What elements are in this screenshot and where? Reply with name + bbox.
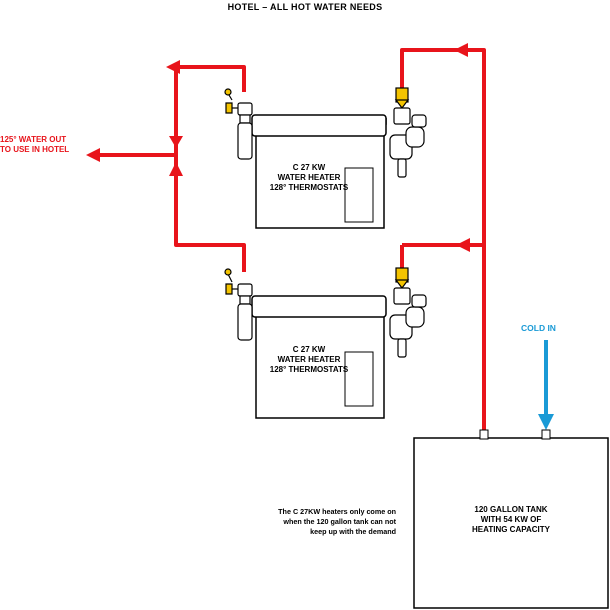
upper-outlet-valve — [224, 88, 253, 160]
upper-heater-display — [344, 167, 374, 223]
lower-heater-outlet-pipe — [174, 158, 246, 272]
lower-heater-display — [344, 351, 374, 407]
lower-heater-label: C 27 KW WATER HEATER 128° THERMOSTATS — [254, 345, 364, 375]
lower-water-heater — [251, 295, 387, 419]
outlet-label: 125° WATER OUT TO USE IN HOTEL — [0, 135, 69, 155]
tank-label-line: 120 GALLON TANK — [474, 505, 548, 514]
heater-label-line: C 27 KW — [292, 345, 326, 354]
upper-heater-label: C 27 KW WATER HEATER 128° THERMOSTATS — [254, 163, 364, 193]
tank-hot-fitting — [479, 429, 489, 440]
tank-cold-fitting — [541, 429, 551, 440]
upper-inlet-valve — [389, 87, 427, 178]
down-arrow-junction — [169, 136, 183, 148]
tank-riser-pipe — [400, 48, 486, 430]
lower-inlet-valve — [389, 267, 427, 358]
tank-label: 120 GALLON TANK WITH 54 KW OF HEATING CA… — [416, 505, 606, 535]
heater-label-line: 128° THERMOSTATS — [269, 365, 349, 374]
lower-outlet-arrow — [169, 162, 183, 176]
note-line: when the 120 gallon tank can not — [283, 517, 396, 526]
riser-arrow — [454, 43, 468, 57]
heater-note: The C 27KW heaters only come on when the… — [196, 507, 396, 537]
diagram-title: HOTEL – ALL HOT WATER NEEDS — [227, 2, 383, 12]
cold-in-label: COLD IN — [521, 323, 556, 333]
heater-label-line: 128° THERMOSTATS — [269, 183, 349, 192]
storage-tank — [413, 429, 609, 609]
upper-heater-outlet-pipe — [174, 65, 246, 158]
note-line: keep up with the demand — [310, 527, 396, 536]
tank-label-line: HEATING CAPACITY — [472, 525, 550, 534]
heater-label-line: WATER HEATER — [277, 173, 341, 182]
outlet-label-line: 125° WATER OUT — [0, 135, 67, 144]
upper-outlet-arrow — [166, 60, 180, 74]
flow-arrows — [86, 43, 470, 252]
hotel-outlet-arrow — [86, 148, 100, 162]
outlet-label-line: TO USE IN HOTEL — [0, 145, 70, 154]
upper-water-heater — [251, 114, 387, 229]
tank-label-line: WITH 54 KW OF — [480, 515, 542, 524]
lower-supply-arrow — [456, 238, 470, 252]
cold-inlet-pipe — [538, 340, 554, 430]
lower-outlet-valve — [224, 268, 253, 341]
note-line: The C 27KW heaters only come on — [278, 507, 396, 516]
heater-label-line: WATER HEATER — [277, 355, 341, 364]
heater-label-line: C 27 KW — [292, 163, 326, 172]
hot-water-piping — [98, 48, 486, 430]
